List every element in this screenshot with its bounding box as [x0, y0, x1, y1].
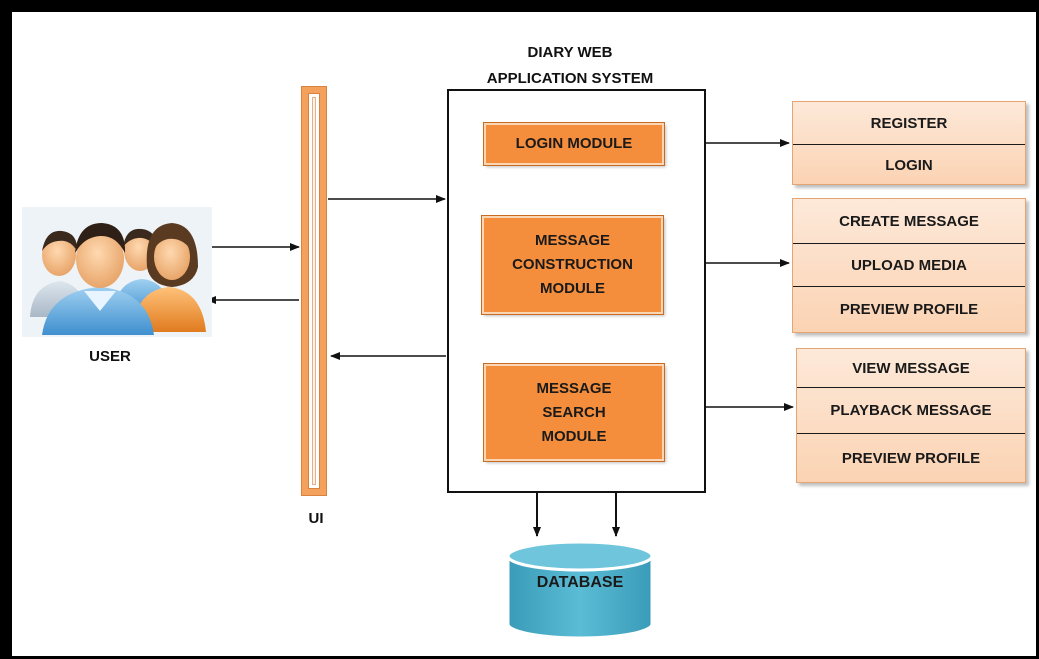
action-register: REGISTER: [870, 114, 948, 132]
action-login: LOGIN: [793, 144, 1025, 186]
action-upload-media: UPLOAD MEDIA: [793, 243, 1025, 286]
message-search-module: MESSAGE SEARCH MODULE: [483, 363, 665, 462]
action-playback-message: PLAYBACK MESSAGE: [797, 387, 1025, 433]
login-module: LOGIN MODULE: [483, 122, 665, 166]
search-actions-group: VIEW MESSAGE PLAYBACK MESSAGE PREVIEW PR…: [796, 348, 1026, 483]
database-label: DATABASE: [536, 574, 624, 591]
ui-layer-bar: [301, 86, 327, 496]
system-title: DIARY WEB APPLICATION SYSTEM: [486, 44, 654, 87]
construction-actions-group: CREATE MESSAGE UPLOAD MEDIA PREVIEW PROF…: [792, 198, 1026, 333]
login-actions-group: REGISTER LOGIN: [792, 101, 1026, 185]
action-preview-profile: PREVIEW PROFILE: [793, 286, 1025, 332]
database-icon: [506, 540, 654, 640]
users-group-icon: [22, 207, 212, 337]
ui-label: UI: [308, 510, 324, 527]
action-create-message: CREATE MESSAGE: [839, 212, 979, 230]
user-label: USER: [89, 348, 131, 365]
action-preview-profile-search: PREVIEW PROFILE: [797, 433, 1025, 482]
message-construction-module: MESSAGE CONSTRUCTION MODULE: [481, 215, 664, 315]
action-view-message: VIEW MESSAGE: [852, 359, 970, 377]
